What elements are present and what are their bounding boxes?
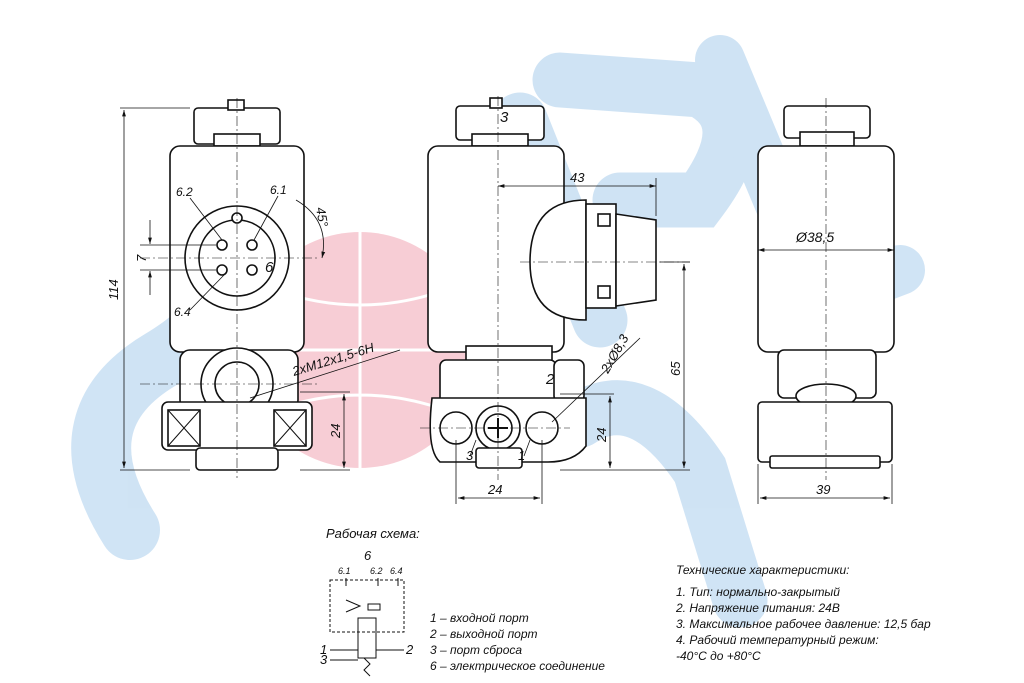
scheme-port-1: 1 bbox=[320, 642, 327, 657]
front-dim-7: 7 bbox=[134, 254, 149, 262]
front-pin-label-6-2: 6.2 bbox=[176, 185, 193, 199]
front-dim-24: 24 bbox=[328, 424, 343, 439]
legend-item: 1 – входной порт bbox=[430, 611, 529, 625]
front-pin-label-6-4: 6.4 bbox=[174, 305, 191, 319]
rear-diameter-label: Ø38,5 bbox=[795, 229, 834, 245]
front-angle-label: 45° bbox=[313, 206, 331, 228]
legend-item: 6 – электрическое соединение bbox=[430, 659, 605, 673]
rear-view bbox=[757, 98, 895, 504]
front-pin-label-6-1: 6.1 bbox=[270, 183, 287, 197]
spec-item: 3. Максимальное рабочее давление: 12,5 б… bbox=[676, 617, 931, 631]
scheme-pin-6-4: 6.4 bbox=[390, 566, 403, 576]
side-dim-43: 43 bbox=[570, 170, 585, 185]
spec-item: 2. Напряжение питания: 24В bbox=[676, 601, 840, 615]
scheme-pin-6-2: 6.2 bbox=[370, 566, 383, 576]
legend-item: 2 – выходной порт bbox=[430, 627, 538, 641]
side-dim-24-vertical: 24 bbox=[594, 428, 609, 443]
scheme-port-2: 2 bbox=[405, 642, 414, 657]
side-dim-65: 65 bbox=[668, 361, 683, 376]
scheme-diagram bbox=[329, 578, 405, 677]
side-port-out-label: 2 bbox=[545, 371, 555, 388]
side-port-top-label: 3 bbox=[500, 109, 509, 126]
spec-item: 1. Тип: нормально-закрытый bbox=[676, 585, 840, 599]
scheme-title: Рабочая схема: bbox=[326, 526, 420, 541]
spec-item: -40°C до +80°C bbox=[676, 649, 761, 663]
specs-title: Технические характеристики: bbox=[676, 563, 850, 577]
side-port-exhaust-label: 3 bbox=[466, 448, 474, 463]
side-port-in-label: 1 bbox=[518, 448, 525, 463]
scheme-label-6: 6 bbox=[364, 548, 372, 563]
legend-item: 3 – порт сброса bbox=[430, 643, 523, 657]
port-legend: 1 – входной порт 2 – выходной порт 3 – п… bbox=[430, 610, 605, 674]
front-pin-label-6: 6 bbox=[265, 259, 274, 276]
technical-specs: Технические характеристики: 1. Тип: норм… bbox=[676, 562, 931, 664]
side-dim-24-horizontal: 24 bbox=[487, 482, 502, 497]
side-view bbox=[420, 96, 690, 504]
spec-item: 4. Рабочий температурный режим: bbox=[676, 633, 879, 647]
scheme-port-3: 3 bbox=[320, 652, 328, 667]
scheme-pin-6-1: 6.1 bbox=[338, 566, 351, 576]
front-view bbox=[120, 98, 401, 478]
front-dim-height: 114 bbox=[106, 279, 121, 300]
rear-dim-39: 39 bbox=[816, 482, 830, 497]
